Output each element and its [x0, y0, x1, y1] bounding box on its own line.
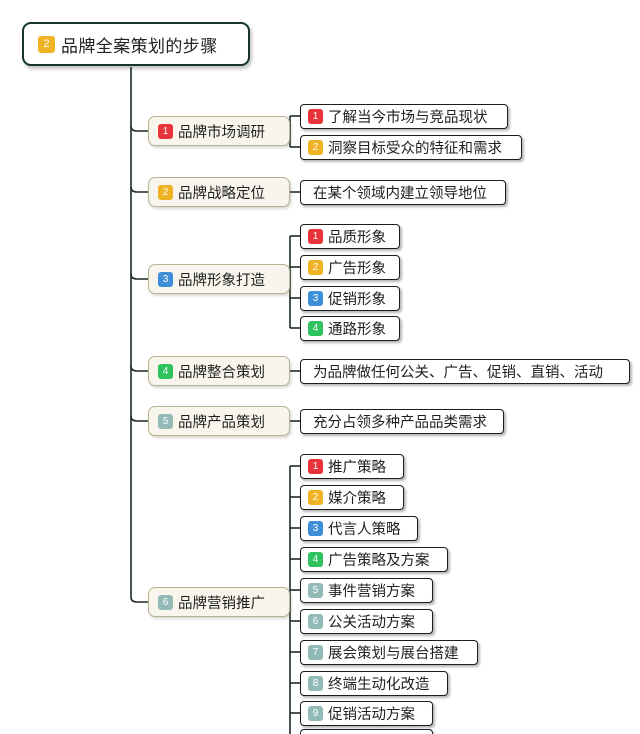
- leaf-6-2-label: 媒介策略: [328, 491, 386, 507]
- leaf-node-6-8[interactable]: 8 终端生动化改造: [300, 671, 448, 696]
- branch-1-label: 品牌市场调研: [178, 124, 265, 141]
- branch-1-badge: 1: [158, 123, 173, 139]
- leaf-node-4-1[interactable]: 为品牌做任何公关、广告、促销、直销、活动: [300, 359, 630, 384]
- leaf-1-1-badge: 1: [308, 109, 323, 124]
- leaf-6-6-label: 公关活动方案: [328, 615, 415, 631]
- leaf-node-3-2[interactable]: 2 广告形象: [300, 255, 400, 280]
- leaf-node-6-7[interactable]: 7 展会策划与展台搭建: [300, 640, 478, 665]
- leaf-node-6-6[interactable]: 6 公关活动方案: [300, 609, 433, 634]
- leaf-3-4-label: 通路形象: [328, 322, 386, 338]
- leaf-node-3-1[interactable]: 1 品质形象: [300, 224, 400, 249]
- root-node[interactable]: 2 品牌全案策划的步骤: [22, 22, 250, 66]
- leaf-node-5-1[interactable]: 充分占领多种产品品类需求: [300, 409, 504, 434]
- leaf-1-2-label: 洞察目标受众的特征和需求: [328, 141, 502, 157]
- leaf-3-1-label: 品质形象: [328, 230, 386, 246]
- leaf-6-7-label: 展会策划与展台搭建: [328, 646, 459, 662]
- branch-node-3[interactable]: 3 品牌形象打造: [148, 264, 290, 294]
- branch-6-label: 品牌营销推广: [178, 595, 265, 612]
- leaf-node-6-9[interactable]: 9 促销活动方案: [300, 701, 433, 726]
- branch-3-badge: 3: [158, 271, 173, 287]
- branch-node-6[interactable]: 6 品牌营销推广: [148, 587, 290, 617]
- leaf-6-3-badge: 3: [308, 521, 323, 536]
- leaf-node-2-1[interactable]: 在某个领域内建立领导地位: [300, 180, 506, 205]
- branch-5-badge: 5: [158, 413, 173, 429]
- leaf-6-9-label: 促销活动方案: [328, 707, 415, 723]
- leaf-3-2-badge: 2: [308, 260, 323, 275]
- leaf-6-1-label: 推广策略: [328, 460, 386, 476]
- leaf-node-6-10[interactable]: [300, 729, 433, 734]
- leaf-6-2-badge: 2: [308, 490, 323, 505]
- leaf-6-1-badge: 1: [308, 459, 323, 474]
- branch-node-4[interactable]: 4 品牌整合策划: [148, 356, 290, 386]
- branch-2-label: 品牌战略定位: [178, 185, 265, 202]
- branch-node-2[interactable]: 2 品牌战略定位: [148, 177, 290, 207]
- leaf-6-8-label: 终端生动化改造: [328, 677, 430, 693]
- branch-4-badge: 4: [158, 363, 173, 379]
- branch-6-badge: 6: [158, 594, 173, 610]
- leaf-node-6-3[interactable]: 3 代言人策略: [300, 516, 418, 541]
- leaf-6-4-label: 广告策略及方案: [328, 553, 430, 569]
- branch-node-5[interactable]: 5 品牌产品策划: [148, 406, 290, 436]
- branch-3-label: 品牌形象打造: [178, 272, 265, 289]
- leaf-node-1-1[interactable]: 1 了解当今市场与竞品现状: [300, 104, 508, 129]
- branch-2-badge: 2: [158, 184, 173, 200]
- leaf-6-6-badge: 6: [308, 614, 323, 629]
- leaf-6-4-badge: 4: [308, 552, 323, 567]
- leaf-node-3-4[interactable]: 4 通路形象: [300, 316, 400, 341]
- leaf-3-3-badge: 3: [308, 291, 323, 306]
- leaf-2-1-label: 在某个领域内建立领导地位: [313, 186, 487, 202]
- leaf-node-6-4[interactable]: 4 广告策略及方案: [300, 547, 448, 572]
- root-label: 品牌全案策划的步骤: [61, 36, 218, 56]
- branch-5-label: 品牌产品策划: [178, 414, 265, 431]
- branch-4-label: 品牌整合策划: [178, 364, 265, 381]
- leaf-6-5-label: 事件营销方案: [328, 584, 415, 600]
- leaf-4-1-label: 为品牌做任何公关、广告、促销、直销、活动: [313, 365, 603, 381]
- leaf-1-1-label: 了解当今市场与竞品现状: [328, 110, 488, 126]
- leaf-node-6-2[interactable]: 2 媒介策略: [300, 485, 404, 510]
- leaf-3-3-label: 促销形象: [328, 292, 386, 308]
- branch-node-1[interactable]: 1 品牌市场调研: [148, 116, 290, 146]
- leaf-6-7-badge: 7: [308, 645, 323, 660]
- leaf-6-5-badge: 5: [308, 583, 323, 598]
- leaf-node-6-1[interactable]: 1 推广策略: [300, 454, 404, 479]
- root-badge: 2: [38, 35, 55, 53]
- leaf-node-3-3[interactable]: 3 促销形象: [300, 286, 400, 311]
- leaf-node-6-5[interactable]: 5 事件营销方案: [300, 578, 433, 603]
- leaf-6-9-badge: 9: [308, 706, 323, 721]
- leaf-6-8-badge: 8: [308, 676, 323, 691]
- leaf-6-3-label: 代言人策略: [328, 522, 401, 538]
- leaf-1-2-badge: 2: [308, 140, 323, 155]
- leaf-node-1-2[interactable]: 2 洞察目标受众的特征和需求: [300, 135, 522, 160]
- leaf-5-1-label: 充分占领多种产品品类需求: [313, 415, 487, 431]
- leaf-3-4-badge: 4: [308, 321, 323, 336]
- leaf-3-1-badge: 1: [308, 229, 323, 244]
- leaf-3-2-label: 广告形象: [328, 261, 386, 277]
